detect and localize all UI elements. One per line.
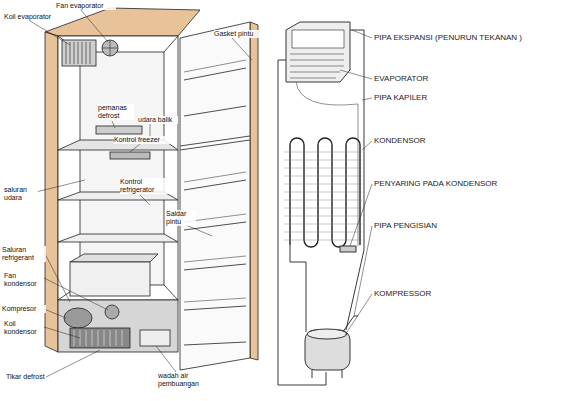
door-shelves <box>184 68 246 345</box>
part-label: Kontrol refrigerator <box>120 178 170 194</box>
condenser-tube <box>290 138 360 247</box>
drain-pan <box>140 330 170 346</box>
part-label: EVAPORATOR <box>374 74 428 84</box>
door-rails <box>184 60 246 302</box>
coil-fins <box>66 42 90 64</box>
refrigerator-cutaway <box>45 8 258 370</box>
control-box <box>110 152 150 159</box>
shelf <box>58 234 178 242</box>
leader-line <box>30 9 252 378</box>
leader-line <box>340 30 372 335</box>
part-label: KOMPRESSOR <box>374 289 431 299</box>
leader-lines <box>30 9 252 378</box>
part-label: KONDENSOR <box>374 136 426 146</box>
door-edge <box>250 22 258 360</box>
discharge-pipe <box>290 245 306 332</box>
part-label: pemanas defrost <box>98 104 134 120</box>
part-label: Koil evaporator <box>4 13 64 21</box>
capillary-pipe <box>296 82 358 246</box>
evaporator-fan <box>102 40 118 56</box>
part-label: Fan evaporator <box>56 2 116 10</box>
defrost-heater <box>96 126 142 134</box>
evaporator-tray <box>292 30 344 48</box>
machine-compartment <box>58 300 178 352</box>
back-wall <box>80 52 164 285</box>
part-label: udara balik <box>138 116 178 124</box>
evaporator-coil <box>62 40 96 66</box>
cabinet-side <box>45 32 58 352</box>
part-label: PENYARING PADA KONDENSOR <box>374 179 497 189</box>
compressor <box>64 308 92 328</box>
filter-drier <box>340 246 356 252</box>
evaporator <box>286 22 350 82</box>
evaporator-fins <box>290 54 344 78</box>
part-label: Kontrol freezer <box>114 136 176 144</box>
crisper-top <box>70 254 158 262</box>
compressor-feet <box>312 370 342 378</box>
compressor-top <box>307 329 347 339</box>
part-label: Kompresor <box>2 305 46 313</box>
compressor <box>305 330 350 370</box>
perspective-lines <box>58 36 178 300</box>
part-label: PIPA PENGISIAN <box>374 221 437 231</box>
refrigeration-circuit <box>278 22 364 385</box>
condenser-wires <box>284 152 362 240</box>
part-label: Koil kondensor <box>4 320 44 336</box>
part-label: Saldar pintu <box>166 210 196 226</box>
part-label: wadah air pembuangan <box>158 372 210 388</box>
door-split <box>180 136 250 150</box>
part-label: saluran udara <box>4 186 38 202</box>
cabinet-interior <box>58 36 178 300</box>
cabinet-top <box>45 8 200 36</box>
part-label: Saluran refrigerant <box>2 246 46 262</box>
suction-pipe <box>346 30 364 330</box>
leader-lines <box>340 30 372 335</box>
part-label: PIPA EKSPANSI (PENURUN TEKANAN ) <box>374 33 522 43</box>
part-label: Fan kondensor <box>4 272 44 288</box>
part-label: PIPA KAPILER <box>374 93 427 103</box>
door-panel <box>180 22 250 370</box>
crisper-drawer <box>70 262 150 296</box>
fan-blades <box>102 40 118 56</box>
condenser-fan <box>105 305 119 319</box>
part-label: Tikar defrost <box>6 373 46 381</box>
part-label: Gasket pintu <box>214 30 266 38</box>
condenser-coil <box>70 328 130 348</box>
coil-fins <box>74 330 122 346</box>
